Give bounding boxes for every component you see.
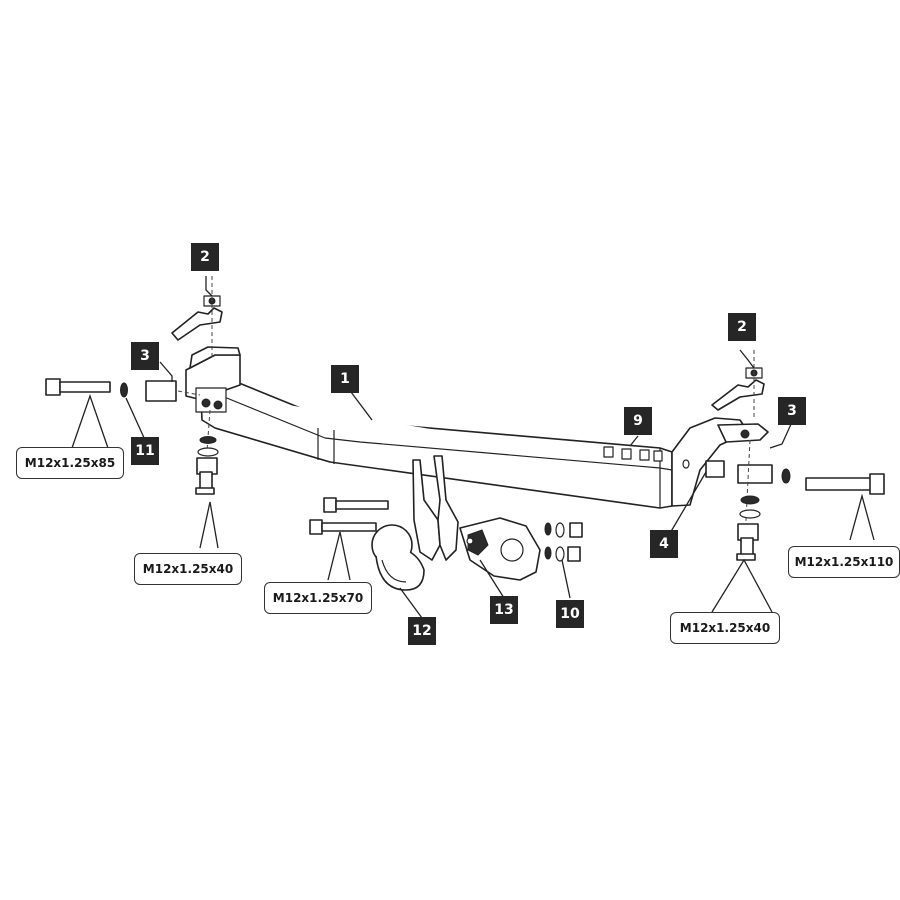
left-side-bolt-assembly (45, 378, 201, 402)
left-mounting-plate (171, 276, 223, 360)
right-side-bolt-assembly (682, 459, 885, 495)
right-mounting-plate (711, 350, 765, 420)
tow-ball-bolts (309, 497, 389, 535)
callout-3-right: 3 (778, 397, 806, 425)
beam-nuts (603, 446, 663, 462)
leader-lines (71, 276, 875, 619)
right-vertical-bolt-assembly (736, 439, 761, 561)
callout-12: 12 (408, 617, 436, 645)
right-end-bracket (671, 417, 769, 507)
callout-10: 10 (556, 600, 584, 628)
socket-nuts-washers (544, 522, 583, 562)
callout-9: 9 (624, 407, 652, 435)
socket-plate (459, 517, 541, 581)
callout-3-left: 3 (131, 342, 159, 370)
callout-4: 4 (650, 530, 678, 558)
callout-2-right: 2 (728, 313, 756, 341)
bolt-spec-left-vertical: M12x1.25x40 (134, 553, 242, 585)
left-end-bracket (185, 346, 241, 413)
bolt-spec-right-side: M12x1.25x110 (788, 546, 900, 578)
bolt-spec-right-vertical: M12x1.25x40 (670, 612, 780, 644)
left-vertical-bolt-assembly (195, 409, 219, 495)
bolt-spec-left-side: M12x1.25x85 (16, 447, 124, 479)
callout-2-left: 2 (191, 243, 219, 271)
tow-ball-assembly (371, 455, 459, 591)
callout-11: 11 (131, 437, 159, 465)
callout-13: 13 (490, 596, 518, 624)
main-crossbeam (199, 371, 673, 509)
bolt-spec-tow-ball: M12x1.25x70 (264, 582, 372, 614)
callout-1: 1 (331, 365, 359, 393)
